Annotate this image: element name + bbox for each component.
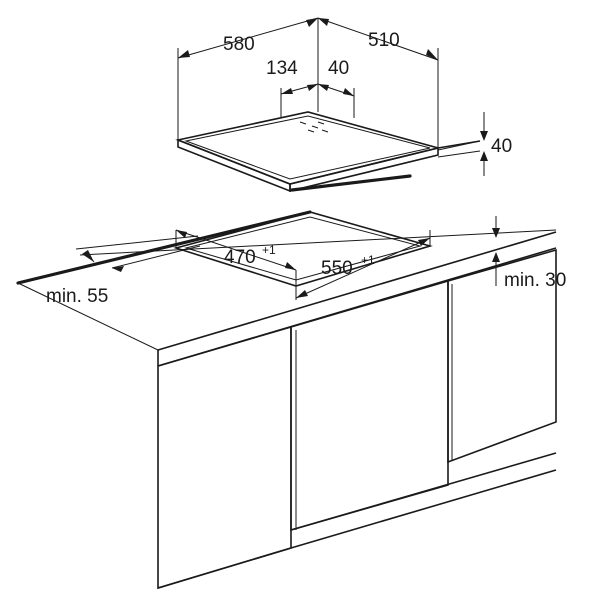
hob-top-surface bbox=[175, 111, 442, 185]
dimension-550-label: 550 bbox=[321, 258, 353, 279]
cutout-inner bbox=[184, 216, 422, 281]
dimension-min-55-label: min. 55 bbox=[46, 286, 108, 307]
dimension-134: 134 bbox=[266, 58, 319, 95]
dimension-470-tolerance: +1 bbox=[262, 243, 276, 257]
dimension-510: 510 bbox=[317, 17, 439, 61]
cabinet-plinth-3 bbox=[290, 469, 557, 549]
hob-side-right bbox=[289, 146, 439, 193]
hob-base-line bbox=[290, 174, 412, 192]
worktop-front-edge bbox=[16, 210, 312, 285]
dimension-40-top: 40 bbox=[317, 58, 355, 97]
cutout bbox=[173, 211, 433, 287]
dimension-40-height-label: 40 bbox=[491, 136, 512, 157]
cabinet-plinth-2 bbox=[290, 452, 557, 531]
counter-front-top bbox=[157, 231, 557, 351]
dimension-550-tolerance: +1 bbox=[361, 253, 375, 267]
hob bbox=[175, 111, 442, 193]
dimension-550: 550 +1 bbox=[295, 230, 431, 299]
dimension-580-label: 580 bbox=[223, 34, 255, 55]
dimension-510-label: 510 bbox=[368, 30, 400, 51]
dimension-134-label: 134 bbox=[266, 58, 298, 79]
cutout-outer bbox=[173, 211, 433, 287]
worktop-right-edge bbox=[437, 140, 481, 149]
worktop-back-edge bbox=[79, 229, 557, 256]
cabinet-door-right bbox=[447, 248, 557, 464]
hob-side-left bbox=[177, 138, 291, 193]
cabinet-door-left bbox=[157, 325, 292, 590]
cabinet-door-middle bbox=[290, 279, 449, 532]
cabinet-plinth-1 bbox=[157, 547, 292, 589]
cabinet bbox=[157, 248, 557, 590]
worktop bbox=[16, 140, 557, 367]
dimension-min-30: min. 30 bbox=[492, 216, 566, 291]
hob-top-rim bbox=[184, 115, 431, 180]
counter-top-left bbox=[17, 282, 159, 351]
dimension-min-55: min. 55 bbox=[46, 235, 201, 307]
dimension-470-label: 470 bbox=[224, 247, 256, 268]
dimension-min-30-label: min. 30 bbox=[504, 270, 566, 291]
dimension-40-top-label: 40 bbox=[328, 58, 349, 79]
dimension-40-height: 40 bbox=[437, 112, 512, 176]
dimension-580: 580 bbox=[177, 17, 319, 59]
hob-center-mark bbox=[299, 121, 329, 133]
